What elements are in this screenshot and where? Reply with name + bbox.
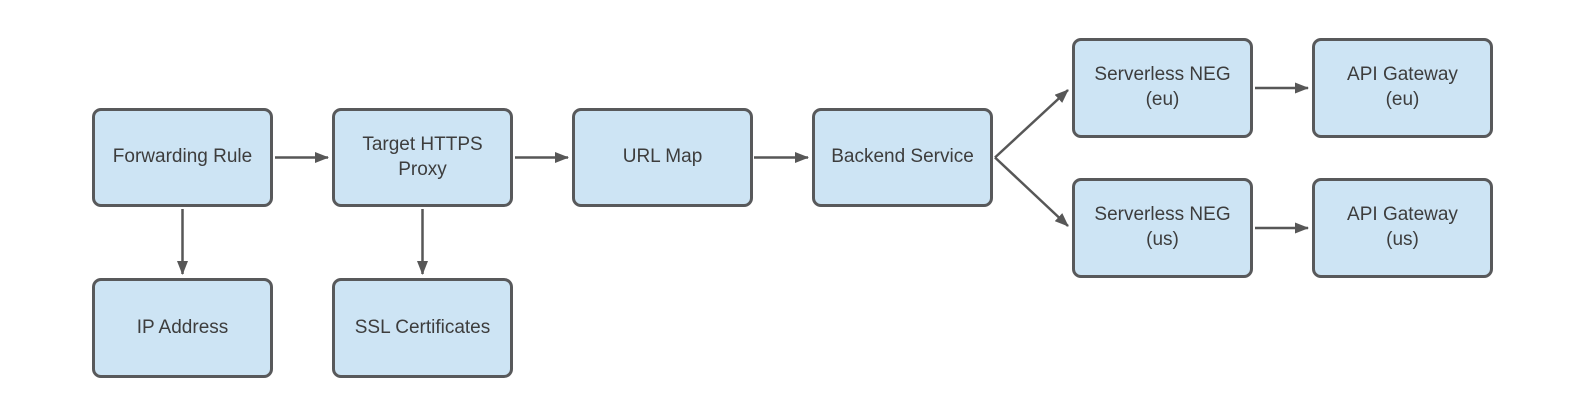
node-label: API Gateway (eu) xyxy=(1347,64,1458,110)
node-label: Serverless NEG (us) xyxy=(1094,204,1231,250)
node-label: Backend Service xyxy=(831,146,974,168)
node-serverless-neg-us: Serverless NEG (us) xyxy=(1072,178,1253,278)
node-label: API Gateway (us) xyxy=(1347,204,1458,250)
node-label: Forwarding Rule xyxy=(112,146,253,168)
node-backend-service: Backend Service xyxy=(812,108,993,207)
node-label: IP Address xyxy=(136,316,229,338)
arrow-backend-service-to-serverless-neg-us xyxy=(994,156,1069,227)
node-serverless-neg-eu: Serverless NEG (eu) xyxy=(1072,38,1253,138)
node-api-gateway-us: API Gateway (us) xyxy=(1312,178,1493,278)
node-label: Target HTTPS Proxy xyxy=(362,133,483,180)
node-ssl-certificates: SSL Certificates xyxy=(332,278,513,378)
node-ip-address: IP Address xyxy=(92,278,273,378)
node-api-gateway-eu: API Gateway (eu) xyxy=(1312,38,1493,138)
node-label: Serverless NEG (eu) xyxy=(1094,64,1231,110)
node-forwarding-rule: Forwarding Rule xyxy=(92,108,273,207)
node-label: SSL Certificates xyxy=(354,316,491,338)
node-url-map: URL Map xyxy=(572,108,753,207)
node-target-https-proxy: Target HTTPS Proxy xyxy=(332,108,513,207)
arrow-backend-service-to-serverless-neg-eu xyxy=(994,89,1069,159)
node-label: URL Map xyxy=(622,146,703,168)
